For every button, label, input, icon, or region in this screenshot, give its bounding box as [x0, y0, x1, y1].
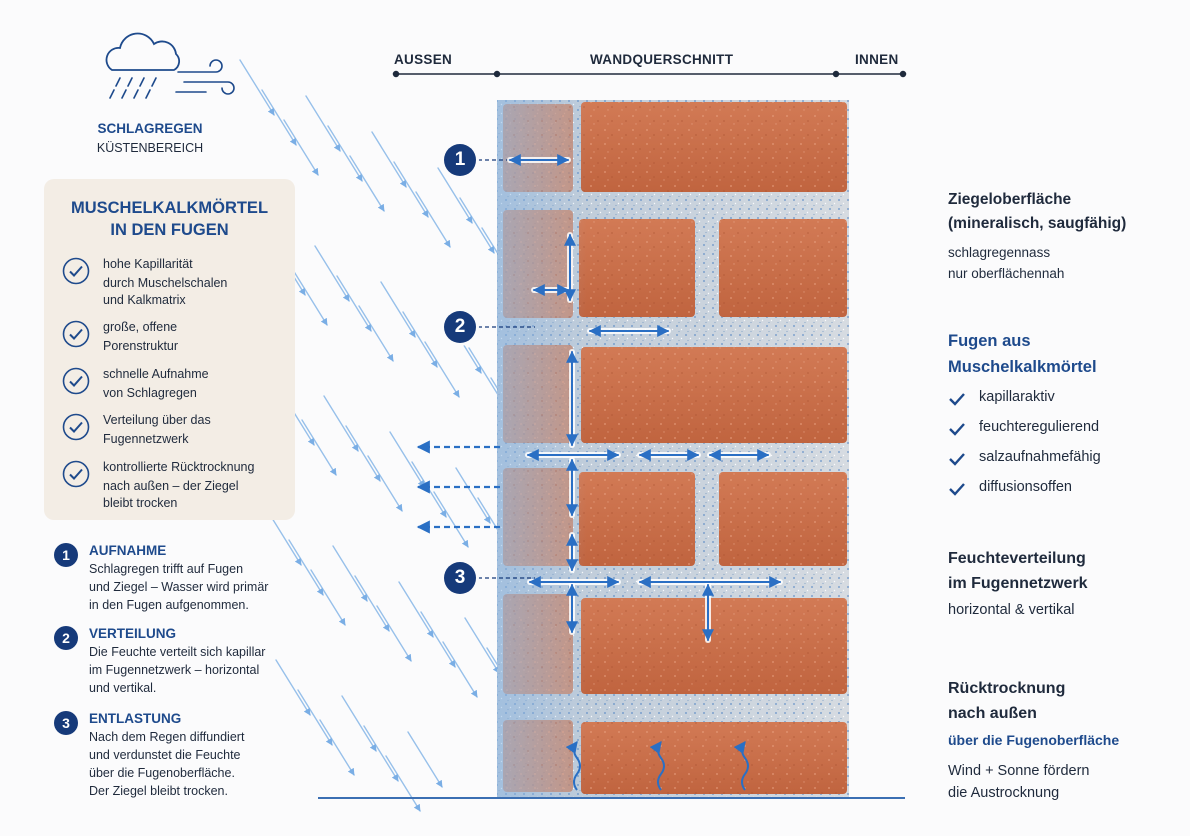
- wall: [497, 100, 849, 798]
- joints-check-item: feuchteregulierend: [948, 419, 1168, 441]
- joints-check-item: salzaufnahmefähig: [948, 449, 1168, 471]
- axis-label-center: WANDQUERSCHNITT: [590, 52, 734, 67]
- joints-check-item: diffusionsoffen: [948, 479, 1168, 501]
- step-title: AUFNAHME: [89, 543, 167, 558]
- axis-label-outside: AUSSEN: [394, 52, 453, 67]
- drying-arrows: [416, 440, 500, 534]
- weather-title: SCHLAGREGEN: [97, 121, 203, 136]
- weather-subtitle: KÜSTENBEREICH: [96, 141, 204, 155]
- check-circle-icon: [62, 320, 90, 348]
- check-circle-icon: [62, 257, 90, 285]
- axis-line: [392, 70, 907, 78]
- step-number: 2: [54, 626, 78, 650]
- rain-cloud-wind-icon: [105, 32, 235, 99]
- check-icon: [949, 483, 965, 496]
- step-number: 3: [54, 711, 78, 735]
- step-title: ENTLASTUNG: [89, 711, 182, 726]
- drying-subtitle: über die Fugenoberfläche: [948, 732, 1120, 748]
- step-title: VERTEILUNG: [89, 626, 177, 641]
- joints-check-item: kapillaraktiv: [948, 389, 1168, 411]
- check-icon: [949, 393, 965, 406]
- step-number: 1: [54, 543, 78, 567]
- card-title: MUSCHELKALKMÖRTEL IN DEN FUGEN: [70, 199, 269, 239]
- check-icon: [949, 453, 965, 466]
- rising-moisture-arrows: [565, 741, 749, 791]
- diagram-marker-3: 3: [444, 562, 476, 594]
- distribution-subtitle: horizontal & vertikal: [948, 602, 1075, 618]
- mortar-properties-card: MUSCHELKALKMÖRTEL IN DEN FUGEN hohe Kapi…: [44, 179, 295, 520]
- check-circle-icon: [62, 460, 90, 488]
- diagram-marker-2: 2: [444, 311, 476, 343]
- check-icon: [949, 423, 965, 436]
- diagram-marker-1: 1: [444, 144, 476, 176]
- surface-title: Ziegeloberfläche(mineralisch, saugfähig): [948, 191, 1127, 232]
- check-circle-icon: [62, 367, 90, 395]
- check-circle-icon: [62, 413, 90, 441]
- axis-label-inside: INNEN: [855, 52, 899, 67]
